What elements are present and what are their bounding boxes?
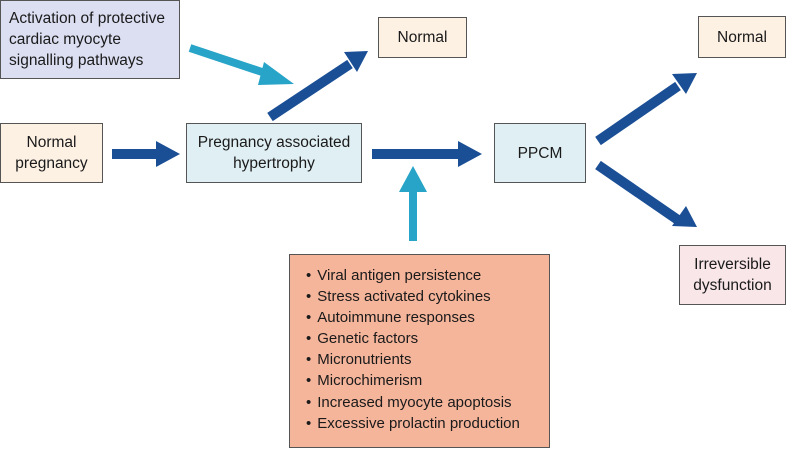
arrow-protective-to-pathway bbox=[188, 44, 294, 85]
normal-pregnancy-box: Normal pregnancy bbox=[0, 123, 103, 183]
risk-factor-item: Excessive prolactin production bbox=[306, 413, 520, 434]
arrow-factors-to-pathway bbox=[399, 166, 427, 241]
risk-factor-item: Increased myocyte apoptosis bbox=[306, 392, 520, 413]
arrow-hypertrophy-to-ppcm bbox=[372, 141, 482, 167]
irreversible-dysfunction-label: Irreversible dysfunction bbox=[693, 256, 772, 294]
risk-factors-box: Viral antigen persistence Stress activat… bbox=[289, 254, 550, 448]
risk-factor-item: Autoimmune responses bbox=[306, 307, 520, 328]
protective-pathways-box: Activation of protective cardiac myocyte… bbox=[0, 0, 180, 79]
hypertrophy-box: Pregnancy associated hypertrophy bbox=[186, 123, 362, 183]
risk-factor-item: Micronutrients bbox=[306, 349, 520, 370]
ppcm-label: PPCM bbox=[517, 144, 563, 162]
risk-factor-item: Stress activated cytokines bbox=[306, 286, 520, 307]
risk-factor-item: Microchimerism bbox=[306, 370, 520, 391]
normal-outcome-box-1: Normal bbox=[378, 17, 467, 58]
irreversible-dysfunction-box: Irreversible dysfunction bbox=[679, 245, 786, 305]
risk-factors-list: Viral antigen persistence Stress activat… bbox=[306, 265, 520, 434]
ppcm-box: PPCM bbox=[494, 123, 586, 183]
arrow-pregnancy-to-hypertrophy bbox=[112, 141, 180, 167]
normal-outcome-label-1: Normal bbox=[397, 29, 448, 46]
protective-pathways-label: Activation of protective cardiac myocyte… bbox=[9, 10, 165, 69]
normal-pregnancy-label: Normal pregnancy bbox=[15, 134, 88, 172]
hypertrophy-label: Pregnancy associated hypertrophy bbox=[197, 134, 351, 172]
normal-outcome-label-2: Normal bbox=[717, 28, 767, 46]
normal-outcome-box-2: Normal bbox=[698, 16, 786, 58]
risk-factor-item: Genetic factors bbox=[306, 328, 520, 349]
arrow-ppcm-to-irreversible bbox=[595, 160, 697, 227]
arrow-hypertrophy-to-normal bbox=[267, 51, 368, 122]
risk-factor-item: Viral antigen persistence bbox=[306, 265, 520, 286]
arrow-ppcm-to-normal bbox=[595, 73, 697, 146]
